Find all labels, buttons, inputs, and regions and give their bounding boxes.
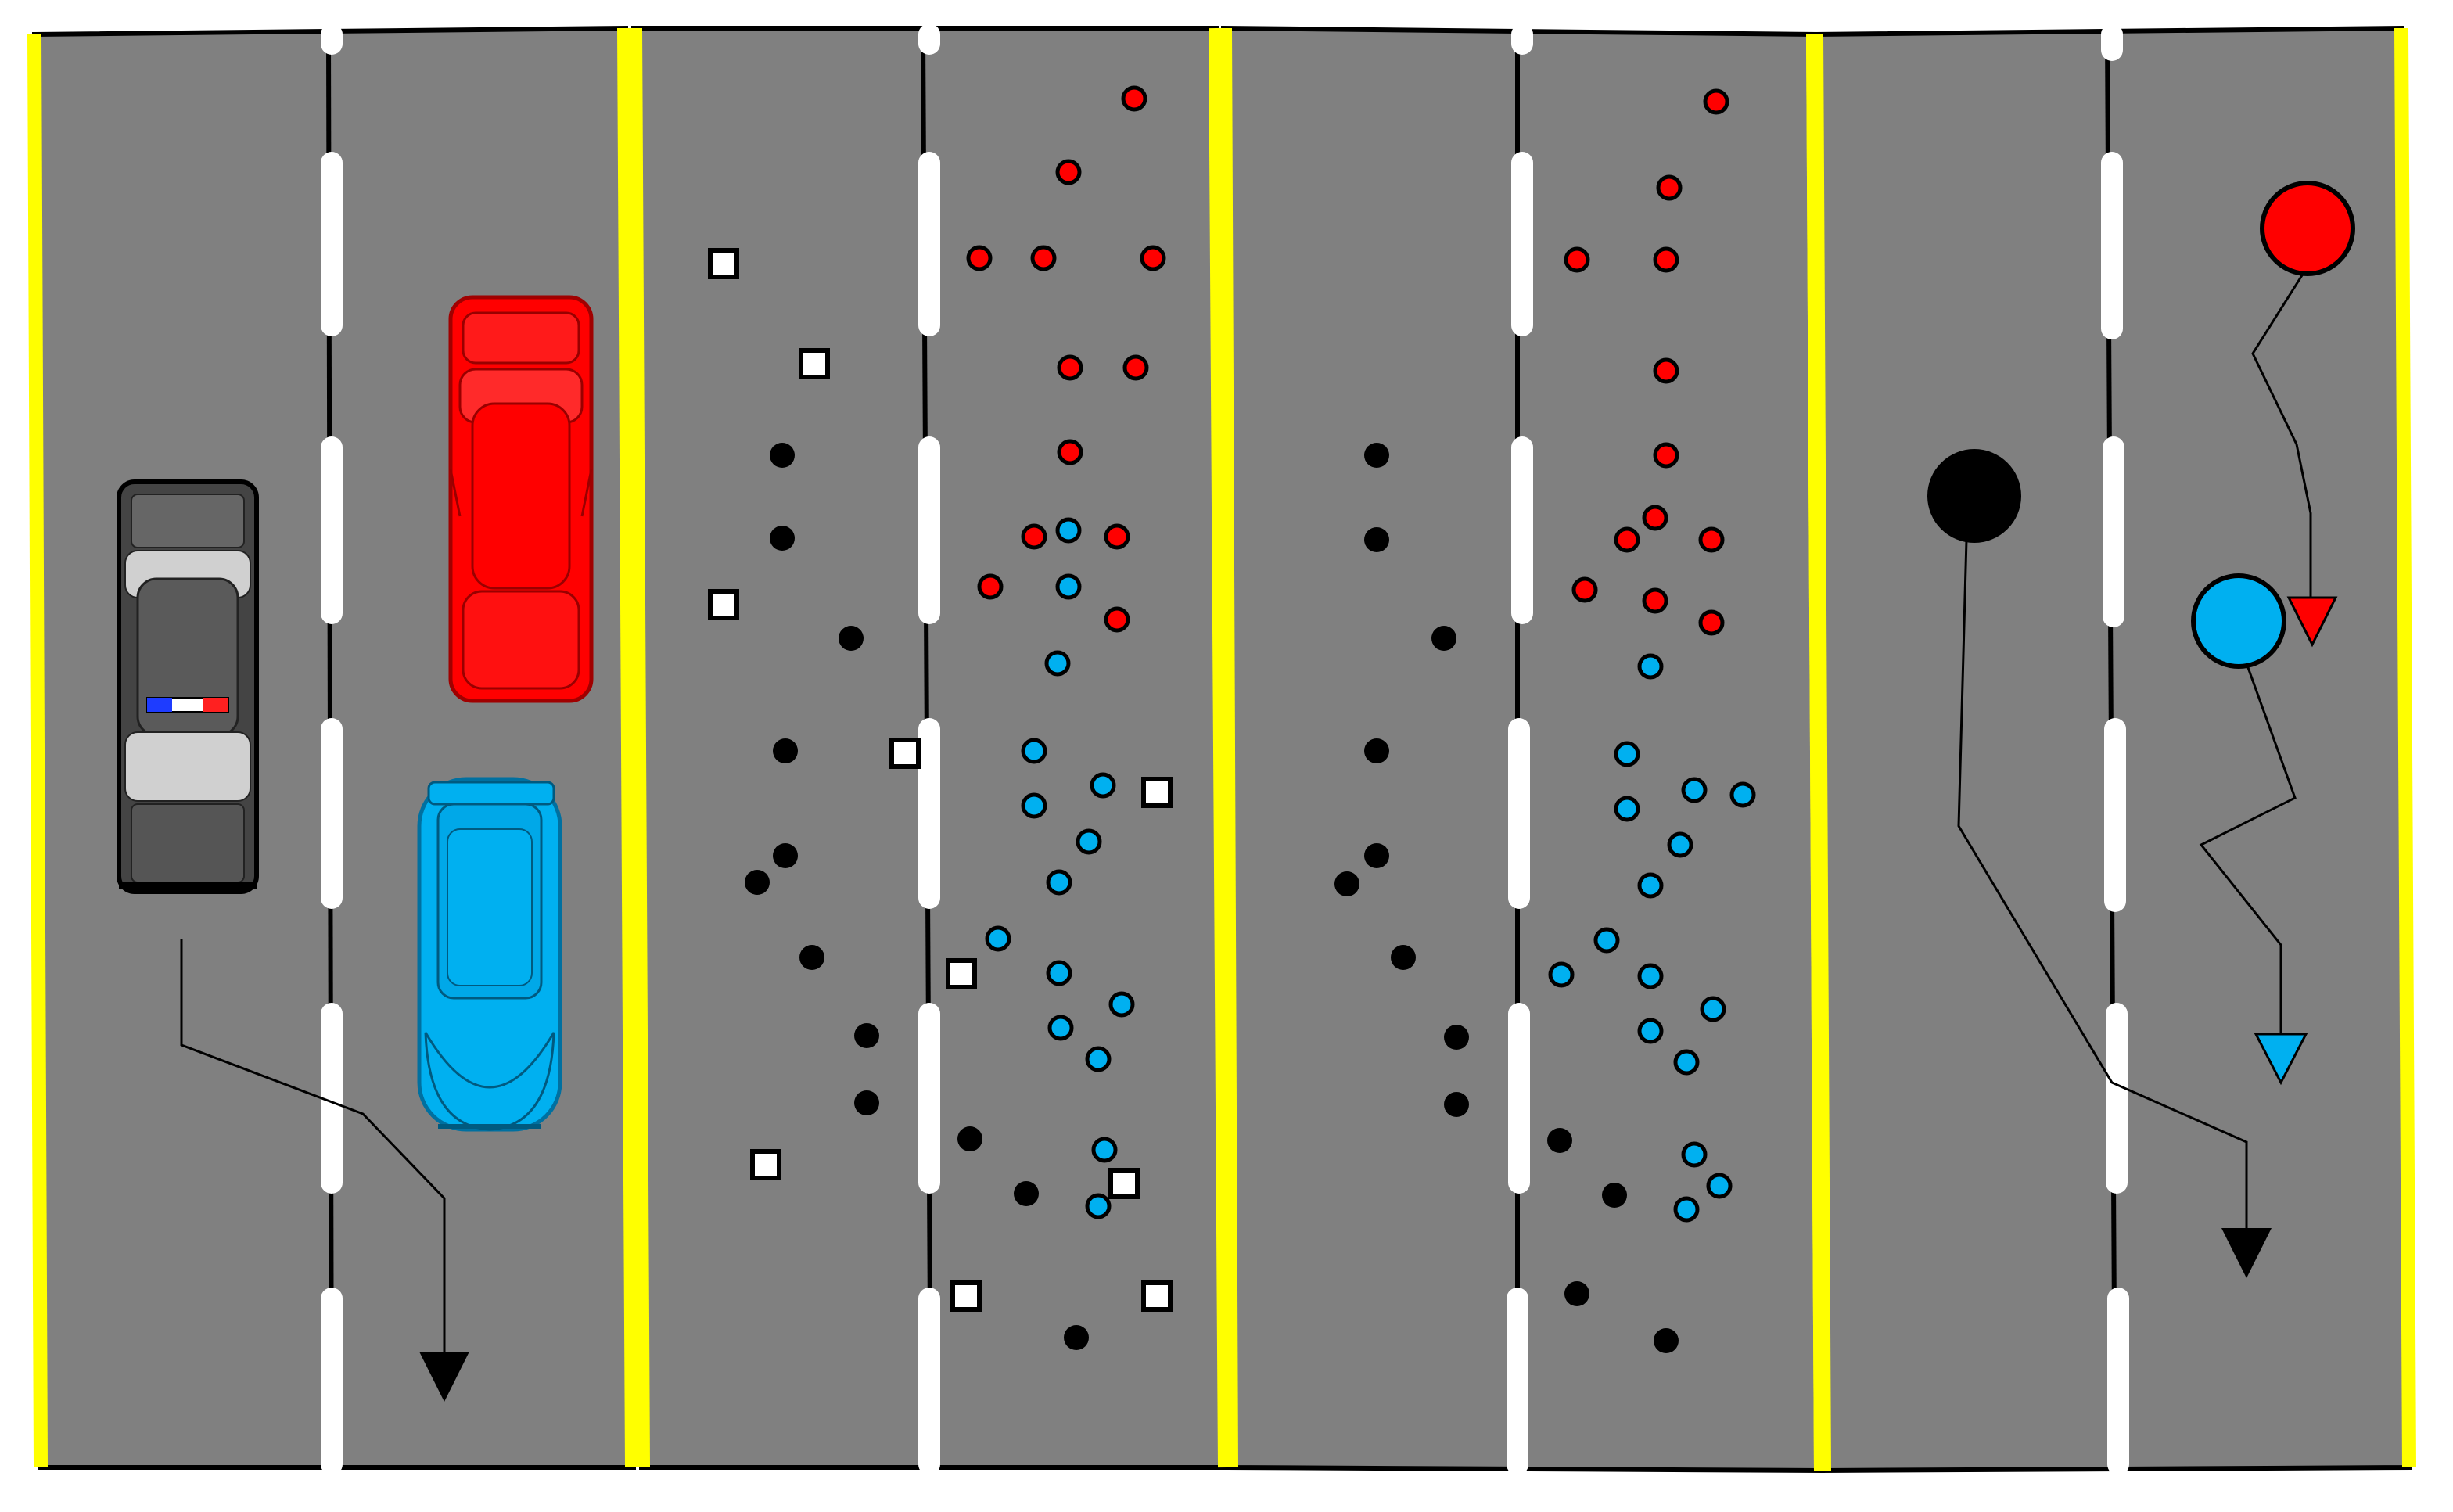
black-points (745, 443, 1089, 1350)
obstacle-square-icon (1141, 1280, 1173, 1312)
obstacle-square-icon (708, 589, 739, 620)
blue-points (985, 517, 1135, 1219)
blue-car-icon (417, 777, 562, 1132)
police-path (180, 939, 446, 1361)
arrow-down-icon (419, 1352, 469, 1402)
agent-circle-icon (2260, 181, 2355, 276)
obstacle-square-icon (950, 1280, 982, 1312)
lane-dashes (2101, 23, 2129, 1475)
obstacle-square-icon (889, 738, 921, 769)
blue-points (1548, 653, 1756, 1223)
panel-sampled-points (1215, 23, 1831, 1475)
lane-dashes (1507, 23, 1533, 1475)
arrow-down-icon (2286, 596, 2338, 648)
edge-line-left (1215, 27, 1238, 1468)
police-car-icon (117, 479, 259, 894)
blue-agent-path (2199, 663, 2297, 1039)
edge-line-left (625, 27, 650, 1468)
red-agent-path (2251, 268, 2312, 601)
obstacle-square-icon (750, 1149, 781, 1180)
red-points (966, 85, 1166, 633)
arrow-down-icon (2254, 1033, 2308, 1086)
black-agent-path (1957, 539, 2248, 1236)
panel-raw-scene (27, 23, 642, 1475)
edge-line-left (1806, 34, 1831, 1471)
panel-predicted-trajectories (1806, 23, 2416, 1475)
obstacle-square-icon (1141, 777, 1173, 808)
agent-circle-icon (1927, 449, 2021, 543)
agent-circle-icon (2191, 573, 2286, 669)
black-points (1334, 443, 1679, 1353)
obstacle-square-icon (946, 958, 977, 989)
edge-line-left (27, 34, 48, 1468)
red-points (1564, 88, 1729, 636)
obstacle-square-icon (799, 348, 830, 379)
obstacle-square-icon (1108, 1168, 1140, 1199)
red-car-icon (448, 295, 594, 703)
edge-line-right (2394, 27, 2416, 1468)
arrow-down-icon (2221, 1228, 2272, 1278)
panel-sampled-points-with-obstacles (625, 23, 1235, 1475)
obstacle-squares (708, 248, 1173, 1312)
obstacle-square-icon (708, 248, 739, 279)
